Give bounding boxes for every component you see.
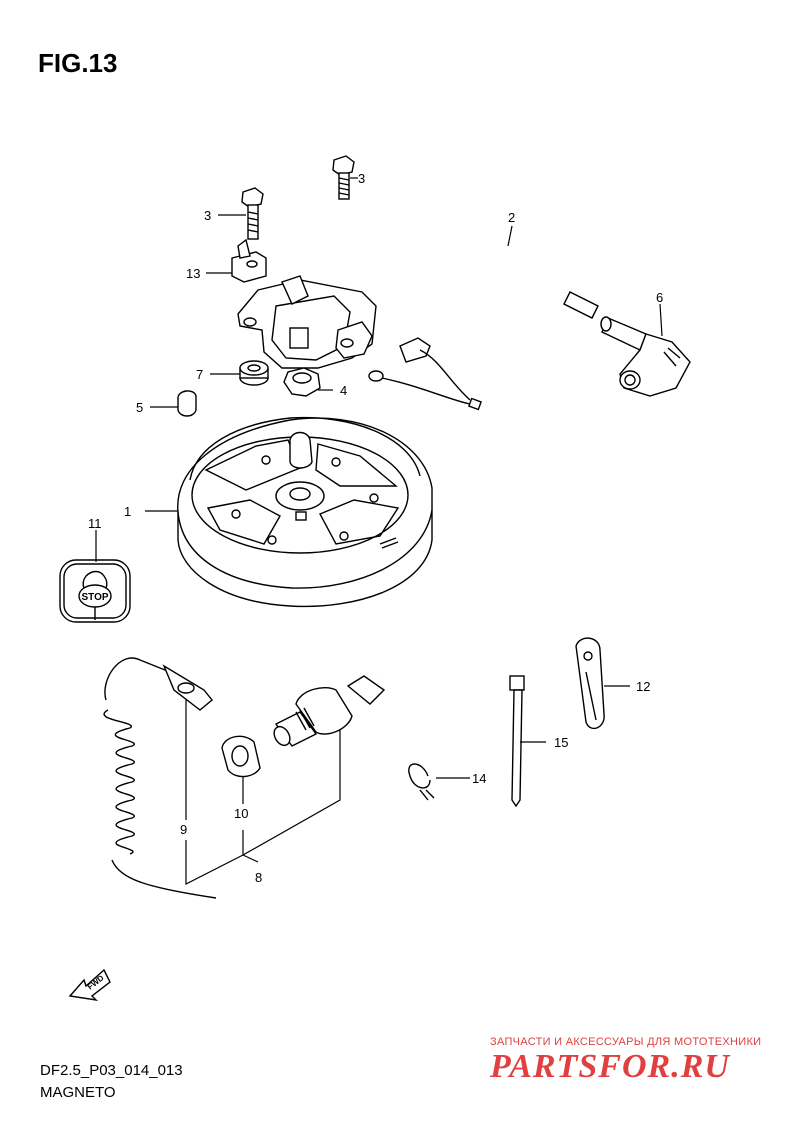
bolt-part-3-left: [241, 187, 264, 240]
callout-11: 11: [88, 516, 102, 531]
nut-part-4: [283, 367, 321, 397]
callout-4: 4: [340, 383, 347, 398]
watermark-logo: PARTSFOR.RU: [490, 1048, 730, 1085]
flywheel-part-1: [177, 416, 433, 608]
high-tension-cord-part-2: [286, 218, 599, 319]
forward-arrow-icon: FWD: [68, 968, 111, 1002]
diagram-name: MAGNETO: [40, 1084, 116, 1101]
clip-part-14: [408, 763, 435, 801]
ignition-coil: [237, 275, 377, 369]
callout-3-right: 3: [358, 171, 365, 186]
nut-part-10: [221, 735, 261, 778]
lanyard-part-9: [103, 657, 217, 899]
clip-part-12: [575, 637, 605, 730]
diagram-code: DF2.5_P03_014_013: [40, 1062, 183, 1079]
cable-tie-part-15: [509, 675, 525, 808]
callout-7: 7: [196, 367, 203, 382]
stop-plate-part-11: STOP: [59, 559, 131, 623]
callout-8: 8: [255, 870, 262, 885]
plug-cap-part-6: [600, 316, 691, 397]
bracket-part-13: [231, 238, 267, 283]
watermark-tagline: ЗАПЧАСТИ И АКСЕССУАРЫ ДЛЯ МОТОТЕХНИКИ: [490, 1036, 762, 1048]
washer-part-7: [239, 360, 269, 386]
callout-13: 13: [186, 266, 200, 281]
callout-5: 5: [136, 400, 143, 415]
callout-10: 10: [234, 806, 248, 821]
key-part-5: [177, 390, 197, 417]
callout-14: 14: [472, 771, 486, 786]
bolt-part-3-right: [332, 155, 355, 200]
callout-1: 1: [124, 504, 131, 519]
stop-plate-label: STOP: [81, 592, 108, 603]
callout-12: 12: [636, 679, 650, 694]
callout-3-left: 3: [204, 208, 211, 223]
stop-switch-harness: [273, 337, 553, 747]
figure-title: FIG.13: [38, 48, 118, 78]
callout-leaders: [95, 177, 663, 885]
callout-6: 6: [656, 290, 663, 305]
callout-2: 2: [508, 210, 515, 225]
callout-9: 9: [180, 822, 187, 837]
callout-15: 15: [554, 735, 568, 750]
